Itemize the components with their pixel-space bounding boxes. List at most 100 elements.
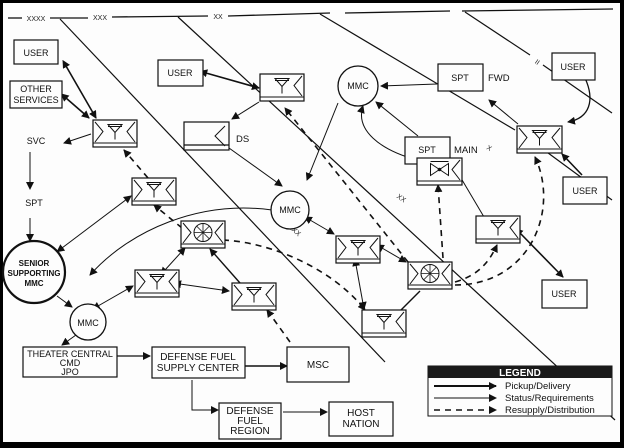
other-services-label-1: OTHER bbox=[20, 84, 52, 94]
link-senior-unit bbox=[56, 195, 132, 253]
link-user-unit-fwd bbox=[567, 77, 591, 125]
user-label-top-center: USER bbox=[167, 68, 193, 78]
valve-icon bbox=[430, 161, 449, 177]
unit-chevron-left-icon bbox=[136, 271, 146, 293]
ds-unit-symbol bbox=[214, 125, 226, 147]
unit-chevron-right-icon bbox=[509, 217, 519, 239]
unit-chevron-left-icon bbox=[518, 127, 528, 149]
dfr-label-2: FUEL bbox=[237, 416, 263, 427]
user-box-right bbox=[562, 176, 608, 205]
user-box-bottom-right bbox=[541, 279, 588, 309]
link-user-unit-center bbox=[199, 69, 260, 90]
svc-label: SVC bbox=[27, 136, 46, 146]
fuel-tank-icon bbox=[349, 240, 367, 256]
user-label-top-left: USER bbox=[23, 48, 49, 58]
echelon-mark-corps: XXX bbox=[93, 15, 107, 22]
unit-corps-mid bbox=[134, 269, 180, 298]
mmc-label-top: MMC bbox=[347, 81, 369, 91]
link-user-unit-right bbox=[561, 153, 583, 176]
msc-label: MSC bbox=[307, 360, 329, 371]
legend-label-status: Status/Requirements bbox=[505, 393, 594, 404]
other-services-label-2: SERVICES bbox=[13, 95, 58, 105]
unit-division-wheel bbox=[407, 261, 453, 290]
link-dfsc-dfr bbox=[191, 380, 219, 414]
mmc-label-bottom: MMC bbox=[77, 318, 99, 328]
user-label-bottom-right: USER bbox=[551, 289, 577, 299]
legend: LEGEND Pickup/Delivery Status/Requiremen… bbox=[427, 365, 613, 417]
fuel-tank-icon bbox=[106, 124, 124, 140]
unit-chevron-left-icon bbox=[133, 179, 143, 201]
senior-mmc-label-2: SUPPORTING bbox=[8, 269, 61, 278]
link-mmc-mmc-top bbox=[305, 102, 339, 181]
spt-main-label: SPT bbox=[418, 145, 436, 155]
unit-brigade-valve bbox=[416, 157, 463, 186]
unit-chevron-right-icon bbox=[165, 179, 175, 201]
link-spt-fwd-mmc bbox=[380, 81, 438, 90]
unit-theater-left bbox=[92, 119, 138, 148]
resupply-msc-to-unit bbox=[266, 309, 291, 343]
theater-label-2: CMD bbox=[60, 358, 81, 368]
unit-chevron-left-icon bbox=[409, 263, 419, 285]
unit-chevron-left-icon bbox=[233, 284, 243, 306]
link-unit-user-bottom bbox=[515, 227, 564, 278]
dfr-label-3: REGION bbox=[230, 426, 269, 437]
resupply-wheel-to-valve bbox=[434, 184, 444, 259]
resupply-wheel-to-unit-fwd bbox=[454, 156, 545, 286]
spt-label-left: SPT bbox=[25, 198, 43, 208]
link-unit-wheel bbox=[160, 247, 186, 276]
legend-label-pickup: Pickup/Delivery bbox=[505, 381, 571, 392]
mmc-circle-bottom bbox=[69, 303, 107, 341]
echelon-mark-division: XX bbox=[213, 14, 223, 21]
dfr-box bbox=[218, 402, 282, 440]
user-label-top-right: USER bbox=[560, 62, 586, 72]
theater-label-3: JPO bbox=[61, 367, 79, 377]
spt-fwd-box bbox=[437, 63, 484, 92]
unit-corps-right bbox=[231, 282, 277, 311]
host-nation-label-1: HOST bbox=[347, 408, 375, 419]
unit-chevron-right-icon bbox=[441, 263, 451, 285]
link-mmc-arc-senior bbox=[89, 207, 273, 276]
link-othersvc-unit bbox=[60, 93, 90, 119]
link-unit-svc bbox=[63, 133, 92, 145]
fuel-tank-icon bbox=[145, 182, 163, 198]
link-spt-main-mmc bbox=[375, 101, 419, 137]
senior-mmc-label-3: MMC bbox=[24, 279, 43, 288]
unit-division-mid bbox=[335, 235, 381, 264]
msc-box bbox=[286, 346, 350, 383]
boundary-mark-x: X bbox=[485, 145, 493, 154]
echelon-top-line bbox=[8, 8, 614, 19]
link-unit-fwd bbox=[488, 99, 519, 125]
fuel-tank-icon bbox=[273, 78, 291, 94]
unit-chevron-right-icon bbox=[551, 127, 561, 149]
resupply-wheel-to-unit-mid bbox=[454, 244, 498, 283]
boundary-line-brigade bbox=[319, 13, 613, 201]
senior-mmc-label-1: SENIOR bbox=[19, 259, 50, 268]
spt-fwd-label: SPT bbox=[451, 73, 469, 83]
host-nation-label-2: NATION bbox=[342, 419, 379, 430]
fuel-tank-icon bbox=[375, 314, 393, 330]
link-senior-mmc bbox=[56, 295, 73, 308]
unit-corps-wheel bbox=[180, 220, 226, 249]
echelon-mark-theater: XXXX bbox=[27, 16, 46, 23]
link-mmc-theater bbox=[61, 334, 77, 346]
unit-corps-top bbox=[259, 73, 305, 102]
fuel-tank-icon bbox=[489, 220, 507, 236]
resupply-wheel-to-unit bbox=[153, 204, 183, 229]
unit-brigade-mid bbox=[475, 215, 521, 244]
ds-box bbox=[183, 121, 230, 151]
link-mmc-unit-mid bbox=[303, 216, 335, 235]
unit-chevron-right-icon bbox=[369, 237, 379, 259]
link-unit-wheel-right bbox=[375, 244, 407, 263]
unit-battalion bbox=[516, 125, 563, 154]
theater-label-1: THEATER CENTRAL bbox=[27, 349, 113, 359]
unit-chevron-left-icon bbox=[182, 222, 192, 244]
user-box-top-right bbox=[551, 52, 596, 81]
link-mmc-unit-left bbox=[91, 285, 134, 310]
other-services-box bbox=[9, 80, 63, 109]
unit-chevron-right-icon bbox=[126, 121, 136, 143]
unit-division-bottom bbox=[361, 309, 407, 338]
link-unit-wheel-2 bbox=[209, 248, 241, 284]
unit-chevron-right-icon bbox=[214, 222, 224, 244]
